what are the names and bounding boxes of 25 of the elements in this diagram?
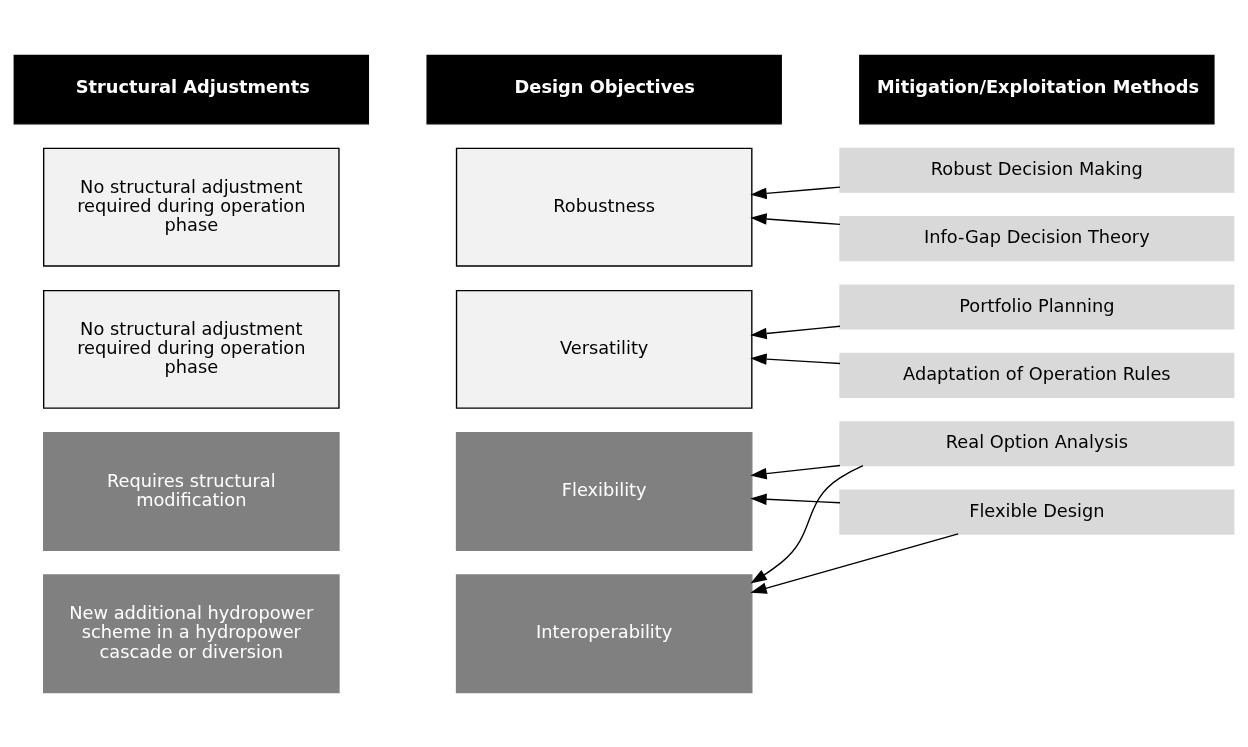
arrow	[750, 325, 841, 339]
node-box: Mitigation/Exploitation Methods	[859, 54, 1215, 124]
node-box: Adaptation of Operation Rules	[839, 352, 1235, 398]
arrow	[750, 212, 841, 225]
arrow	[750, 493, 841, 505]
node-box: No structural adjustment required during operation phase	[43, 147, 340, 267]
arrow	[750, 464, 841, 479]
node-box: New additional hydropower scheme in a hydropower cascade or diversion	[43, 573, 340, 693]
arrow	[750, 532, 959, 594]
arrow	[750, 352, 841, 365]
node-box: Portfolio Planning	[839, 283, 1235, 330]
node-box: Robust Decision Making	[839, 147, 1235, 193]
node-box: Info-Gap Decision Theory	[839, 215, 1235, 261]
node-box: Flexible Design	[839, 489, 1235, 535]
node-box: Requires structural modification	[43, 431, 340, 551]
arrow	[750, 185, 841, 199]
node-box: Robustness	[455, 147, 753, 267]
node-box: Flexibility	[455, 431, 753, 551]
node-box: Versatility	[455, 289, 753, 409]
node-box: Design Objectives	[426, 54, 782, 124]
node-box: Structural Adjustments	[13, 54, 370, 124]
node-box: No structural adjustment required during operation phase	[43, 289, 340, 409]
arrow	[750, 464, 864, 583]
node-box: Interoperability	[455, 573, 753, 693]
node-box: Real Option Analysis	[839, 420, 1235, 466]
